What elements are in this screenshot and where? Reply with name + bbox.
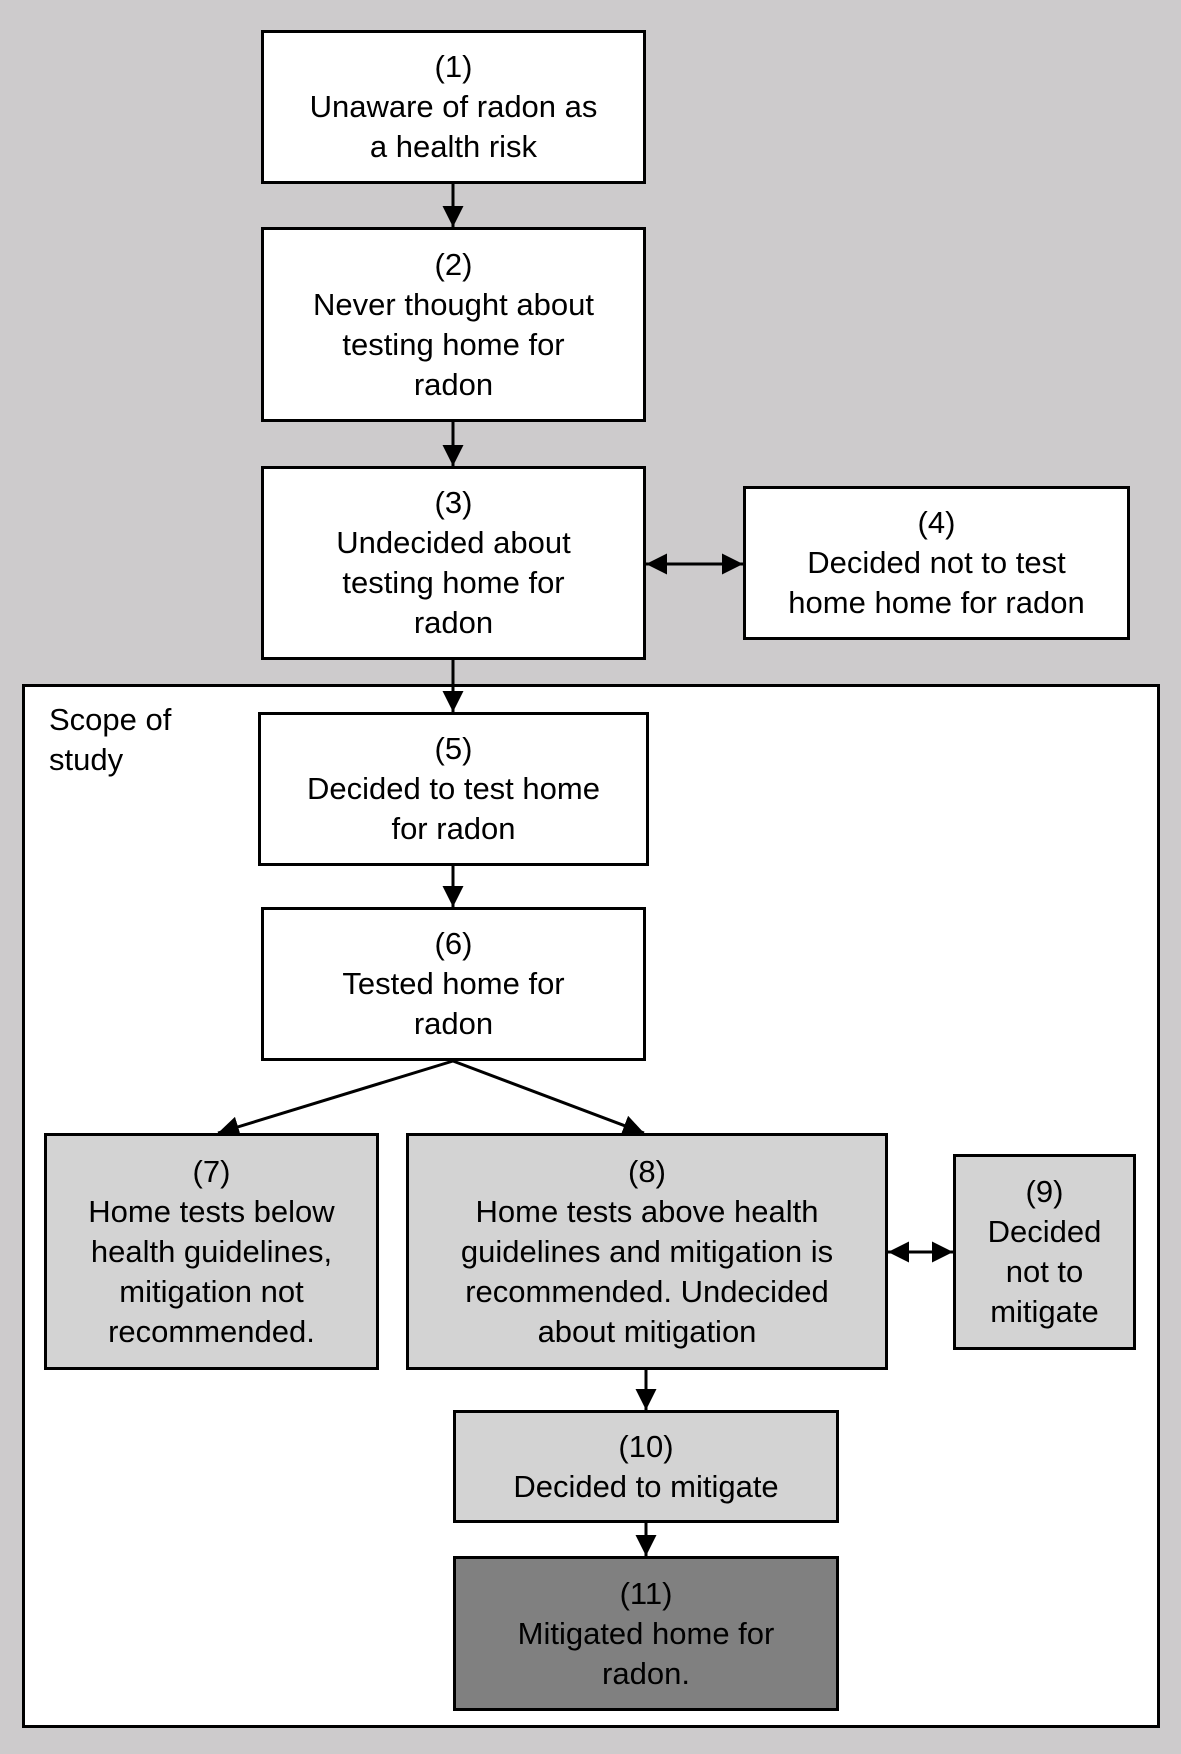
node-4-decided-not-to-test: (4) Decided not to test home home for ra… (743, 486, 1130, 640)
node-1-unaware: (1) Unaware of radon as a health risk (261, 30, 646, 184)
node-8-text: Home tests above health guidelines and m… (460, 1193, 834, 1349)
node-1-text: Unaware of radon as a health risk (309, 89, 598, 164)
node-3-undecided-testing: (3) Undecided about testing home for rad… (261, 466, 646, 660)
node-10-number: (10) (618, 1428, 674, 1464)
node-5-number: (5) (434, 731, 473, 766)
node-3-number: (3) (434, 485, 473, 520)
node-7-text: Home tests below health guidelines, miti… (88, 1193, 335, 1349)
node-10-decided-to-mitigate: (10) Decided to mitigate (453, 1410, 839, 1523)
node-5-decided-to-test: (5) Decided to test home for radon (258, 712, 649, 866)
node-2-number: (2) (434, 246, 473, 282)
node-7-number: (7) (192, 1153, 231, 1189)
node-9-number: (9) (1025, 1174, 1064, 1209)
node-6-text: Tested home for radon (342, 966, 565, 1041)
node-2-never-thought: (2) Never thought about testing home for… (261, 227, 646, 422)
node-4-text: Decided not to test home home for radon (788, 545, 1085, 620)
node-6-tested-home: (6) Tested home for radon (261, 907, 646, 1061)
node-8-above-guidelines: (8) Home tests above health guidelines a… (406, 1133, 888, 1370)
node-10-text: Decided to mitigate (513, 1468, 779, 1504)
node-1-number: (1) (434, 49, 473, 84)
node-9-decided-not-to-mitigate: (9) Decided not to mitigate (953, 1154, 1136, 1350)
node-11-mitigated-home: (11) Mitigated home for radon. (453, 1556, 839, 1711)
node-9-text: Decided not to mitigate (987, 1214, 1102, 1329)
node-11-text: Mitigated home for radon. (517, 1615, 775, 1691)
node-8-number: (8) (628, 1153, 666, 1189)
node-3-text: Undecided about testing home for radon (336, 525, 571, 640)
node-4-number: (4) (917, 505, 956, 540)
node-7-below-guidelines: (7) Home tests below health guidelines, … (44, 1133, 379, 1370)
node-11-number: (11) (619, 1575, 673, 1611)
node-2-text: Never thought about testing home for rad… (313, 286, 594, 402)
scope-of-study-label: Scope of study (49, 702, 172, 777)
node-5-text: Decided to test home for radon (307, 771, 600, 846)
node-6-number: (6) (434, 926, 473, 961)
